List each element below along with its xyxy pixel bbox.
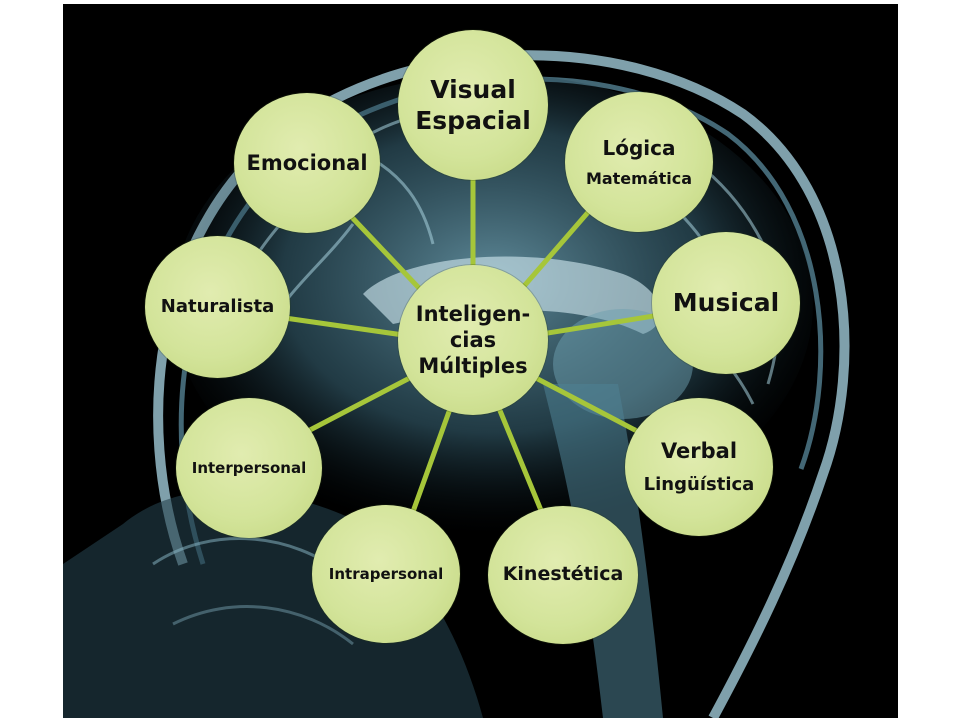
center-line-3: Múltiples bbox=[418, 354, 528, 379]
node-naturalista: Naturalista bbox=[145, 236, 290, 378]
intrapersonal-label: Intrapersonal bbox=[328, 564, 444, 583]
musical-label: Musical bbox=[672, 288, 780, 318]
center-line-1: Inteligen- bbox=[415, 301, 531, 326]
kinestetica-label: Kinestética bbox=[502, 563, 624, 586]
logica-line-2: Matemática bbox=[585, 168, 693, 188]
verbal-line-2: Lingüística bbox=[643, 473, 755, 495]
visual-line-1: Visual bbox=[430, 74, 516, 104]
node-visual-espacial: Visual Espacial bbox=[398, 30, 548, 180]
node-interpersonal: Interpersonal bbox=[176, 398, 322, 538]
node-emocional: Emocional bbox=[234, 93, 380, 233]
verbal-line-1: Verbal bbox=[660, 438, 738, 463]
node-verbal-linguistica: Verbal Lingüística bbox=[625, 398, 773, 536]
center-line-2: cias bbox=[449, 327, 497, 352]
naturalista-label: Naturalista bbox=[160, 295, 275, 317]
visual-line-2: Espacial bbox=[415, 106, 531, 135]
node-intrapersonal: Intrapersonal bbox=[312, 505, 460, 643]
logica-line-1: Lógica bbox=[602, 135, 676, 160]
emocional-label: Emocional bbox=[246, 150, 368, 175]
node-logica-matematica: Lógica Matemática bbox=[565, 92, 713, 232]
node-musical: Musical bbox=[652, 232, 800, 374]
node-kinestetica: Kinestética bbox=[488, 506, 638, 644]
center-node: Inteligen- cias Múltiples bbox=[398, 265, 548, 415]
interpersonal-label: Interpersonal bbox=[191, 458, 307, 477]
